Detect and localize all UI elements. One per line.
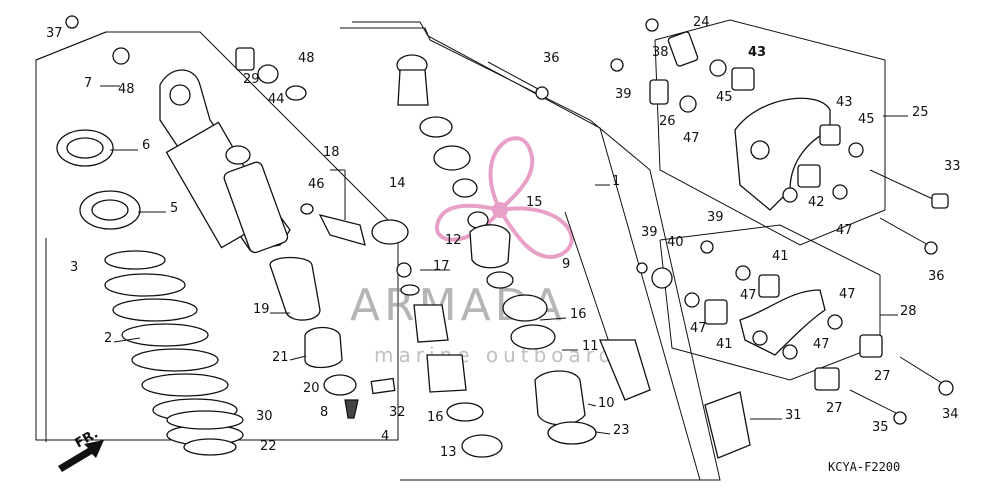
callout-c23: 23 [613, 423, 630, 438]
callout-c35: 35 [872, 420, 889, 435]
callout-c43a: 43 [748, 45, 766, 60]
callout-c39c: 39 [707, 210, 724, 225]
callout-c47c: 47 [740, 288, 757, 303]
reservoir-cap [269, 256, 321, 321]
callout-c18: 18 [323, 145, 340, 160]
callout-c47d: 47 [839, 287, 856, 302]
callout-c39b: 39 [641, 225, 658, 240]
group-outlines [35, 19, 886, 481]
callout-c43b: 43 [836, 95, 853, 110]
callout-c7: 7 [84, 76, 92, 91]
callout-c19: 19 [253, 302, 270, 317]
callout-c40: 40 [667, 235, 684, 250]
callout-c44: 44 [268, 92, 285, 107]
callout-c17: 17 [433, 259, 450, 274]
callout-c34: 34 [942, 407, 959, 422]
callout-c4: 4 [381, 429, 389, 444]
diagram-code: KCYA-F2200 [828, 460, 900, 474]
callout-c47f: 47 [813, 337, 830, 352]
callout-c47e: 47 [690, 321, 707, 336]
callout-c24: 24 [693, 15, 710, 30]
callout-c37: 37 [46, 26, 63, 41]
callout-c48a: 48 [118, 82, 135, 97]
callout-c22: 22 [260, 439, 277, 454]
callout-c26: 26 [659, 114, 676, 129]
callout-c6: 6 [142, 138, 150, 153]
callout-c33: 33 [944, 159, 961, 174]
callout-c16a: 16 [427, 410, 444, 425]
leader-lines [100, 85, 908, 435]
callout-c25: 25 [912, 105, 929, 120]
callout-c42: 42 [808, 195, 825, 210]
callout-c15: 15 [526, 195, 543, 210]
spring [104, 250, 244, 446]
callout-c41a: 41 [772, 249, 789, 264]
shock-body [159, 69, 291, 254]
callout-c5: 5 [170, 201, 178, 216]
callout-c39a: 39 [615, 87, 632, 102]
callout-c8: 8 [320, 405, 328, 420]
callout-c45b: 45 [858, 112, 875, 127]
callout-c14: 14 [389, 176, 406, 191]
callout-c1: 1 [612, 174, 620, 189]
callout-c31: 31 [785, 408, 802, 423]
callout-c41b: 41 [716, 337, 733, 352]
callout-c9: 9 [562, 257, 570, 272]
callout-c48b: 48 [298, 51, 315, 66]
callout-c38: 38 [652, 45, 669, 60]
front-direction-arrow: FR. [58, 426, 104, 472]
callout-c28: 28 [900, 304, 917, 319]
callout-c20: 20 [303, 381, 320, 396]
callout-c29: 29 [243, 72, 260, 87]
callout-c27b: 27 [826, 401, 843, 416]
lower-link-group [636, 217, 954, 459]
callout-c46: 46 [308, 177, 325, 192]
callout-c36b: 36 [928, 269, 945, 284]
callout-c32: 32 [389, 405, 406, 420]
upper-link-group [610, 18, 949, 211]
callout-c30: 30 [256, 409, 273, 424]
watermark-tagline: marine outboards [374, 343, 632, 367]
callout-c2: 2 [104, 331, 112, 346]
callout-c21: 21 [272, 350, 289, 365]
callout-c3: 3 [70, 260, 78, 275]
callout-c27a: 27 [874, 369, 891, 384]
damper-internals [396, 54, 651, 458]
callout-c12: 12 [445, 233, 462, 248]
callout-c16b: 16 [570, 307, 587, 322]
callout-c13: 13 [440, 445, 457, 460]
callout-c11: 11 [582, 339, 599, 354]
callout-c10: 10 [598, 396, 615, 411]
callout-c36a: 36 [543, 51, 560, 66]
callout-c47a: 47 [683, 131, 700, 146]
callout-c45a: 45 [716, 90, 733, 105]
callout-c47b: 47 [836, 223, 853, 238]
shock-absorber-group [56, 15, 409, 456]
